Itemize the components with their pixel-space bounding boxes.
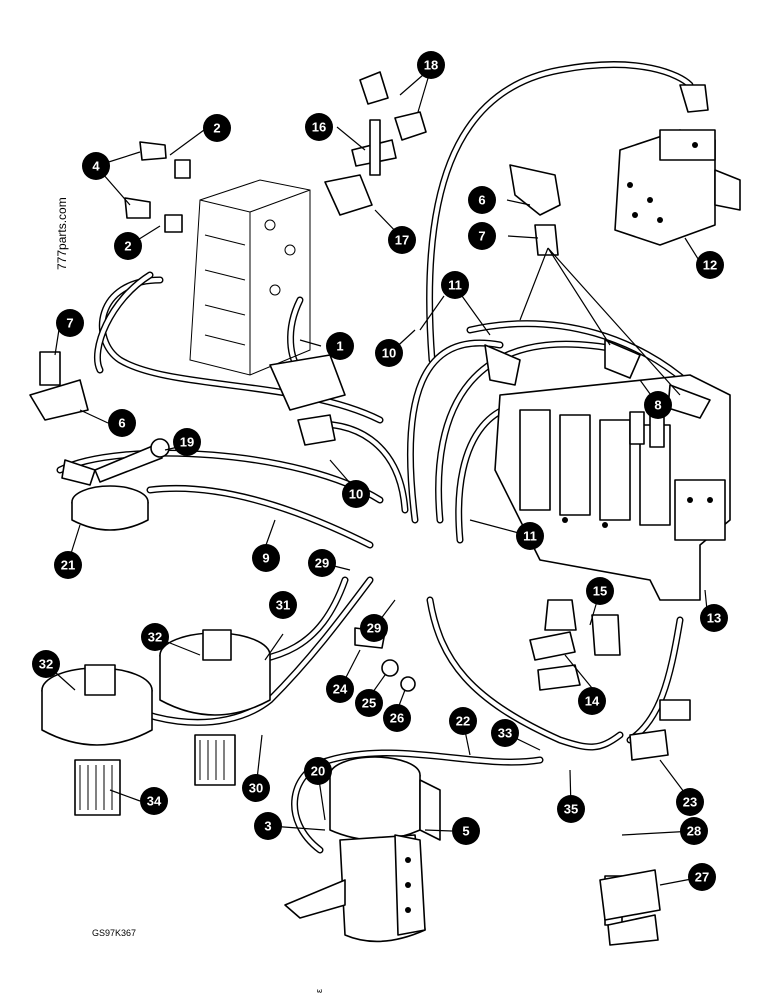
callout-9: 9 [252,544,280,572]
svg-text:10: 10 [349,487,363,502]
svg-text:34: 34 [147,794,162,809]
callout-29-lower: 29 [360,614,388,642]
watermark-text: 777parts.com [55,197,69,270]
reference-code: GS97K367 [92,928,136,938]
callout-34: 34 [140,787,168,815]
callout-28: 28 [680,817,708,845]
svg-text:7: 7 [66,316,73,331]
callout-7-left: 7 [56,309,84,337]
callout-23: 23 [676,788,704,816]
page-mark: ε [314,989,324,993]
svg-text:24: 24 [333,682,348,697]
svg-text:18: 18 [424,58,438,73]
callout-13: 13 [700,604,728,632]
swivel-joint [284,756,441,943]
callout-7-top: 7 [468,222,496,250]
svg-text:5: 5 [462,824,469,839]
callout-2-top: 2 [203,114,231,142]
callout-17: 17 [388,226,416,254]
callout-1: 1 [326,332,354,360]
tee-fitting [529,631,576,661]
callout-35: 35 [557,795,585,823]
svg-text:10: 10 [382,346,396,361]
callout-10-upper: 10 [375,339,403,367]
callout-6-left: 6 [108,409,136,437]
svg-text:30: 30 [249,781,263,796]
swivel-valve [61,438,170,531]
callout-24: 24 [326,675,354,703]
svg-text:14: 14 [585,694,600,709]
valve-bank [494,374,731,601]
callout-27: 27 [688,863,716,891]
callout-22: 22 [449,707,477,735]
svg-text:32: 32 [39,657,53,672]
svg-text:11: 11 [523,529,537,544]
svg-text:17: 17 [395,233,409,248]
callouts: 1 2 2 3 4 5 6 6 7 7 8 9 10 10 11 11 12 1… [32,51,728,891]
svg-text:15: 15 [593,584,607,599]
svg-text:13: 13 [707,611,721,626]
callout-32-left: 32 [32,650,60,678]
callout-32-right: 32 [141,623,169,651]
svg-text:32: 32 [148,630,162,645]
svg-text:29: 29 [315,556,329,571]
callout-8: 8 [644,391,672,419]
callout-10-lower: 10 [342,480,370,508]
callout-26: 26 [383,704,411,732]
callout-14: 14 [578,687,606,715]
callout-29-upper: 29 [308,549,336,577]
callout-33: 33 [491,719,519,747]
svg-text:23: 23 [683,795,697,810]
svg-text:31: 31 [276,598,290,613]
callout-19: 19 [173,428,201,456]
svg-text:22: 22 [456,714,470,729]
svg-text:28: 28 [687,824,701,839]
callout-11-upper: 11 [441,271,469,299]
callout-6-top: 6 [468,186,496,214]
callout-12: 12 [696,251,724,279]
control-valve-body [189,179,346,411]
svg-text:8: 8 [654,398,661,413]
callout-11-lower: 11 [516,522,544,550]
callout-15: 15 [586,577,614,605]
svg-text:33: 33 [498,726,512,741]
svg-text:19: 19 [180,435,194,450]
svg-text:11: 11 [448,278,462,293]
svg-text:2: 2 [213,121,220,136]
callout-5: 5 [452,817,480,845]
svg-text:29: 29 [367,621,381,636]
svg-text:9: 9 [262,551,269,566]
pump-block [614,129,741,246]
svg-text:1: 1 [336,339,343,354]
svg-text:6: 6 [118,416,125,431]
callout-20: 20 [304,757,332,785]
svg-text:6: 6 [478,193,485,208]
svg-text:25: 25 [362,696,376,711]
svg-text:4: 4 [92,159,100,174]
svg-text:26: 26 [390,711,404,726]
svg-text:35: 35 [564,802,578,817]
svg-text:2: 2 [124,239,131,254]
travel-motor-right [159,629,271,786]
callout-3: 3 [254,812,282,840]
callout-25: 25 [355,689,383,717]
svg-text:3: 3 [264,819,271,834]
callout-16: 16 [305,113,333,141]
callout-31: 31 [269,591,297,619]
svg-text:7: 7 [478,229,485,244]
callout-2-bottom: 2 [114,232,142,260]
svg-text:27: 27 [695,870,709,885]
callout-18: 18 [417,51,445,79]
svg-text:12: 12 [703,258,717,273]
svg-text:16: 16 [312,120,326,135]
travel-motor-left [41,664,153,816]
callout-30: 30 [242,774,270,802]
callout-21: 21 [54,551,82,579]
clamp-bracket [629,699,691,761]
svg-text:21: 21 [61,558,75,573]
callout-4: 4 [82,152,110,180]
svg-text:20: 20 [311,764,325,779]
